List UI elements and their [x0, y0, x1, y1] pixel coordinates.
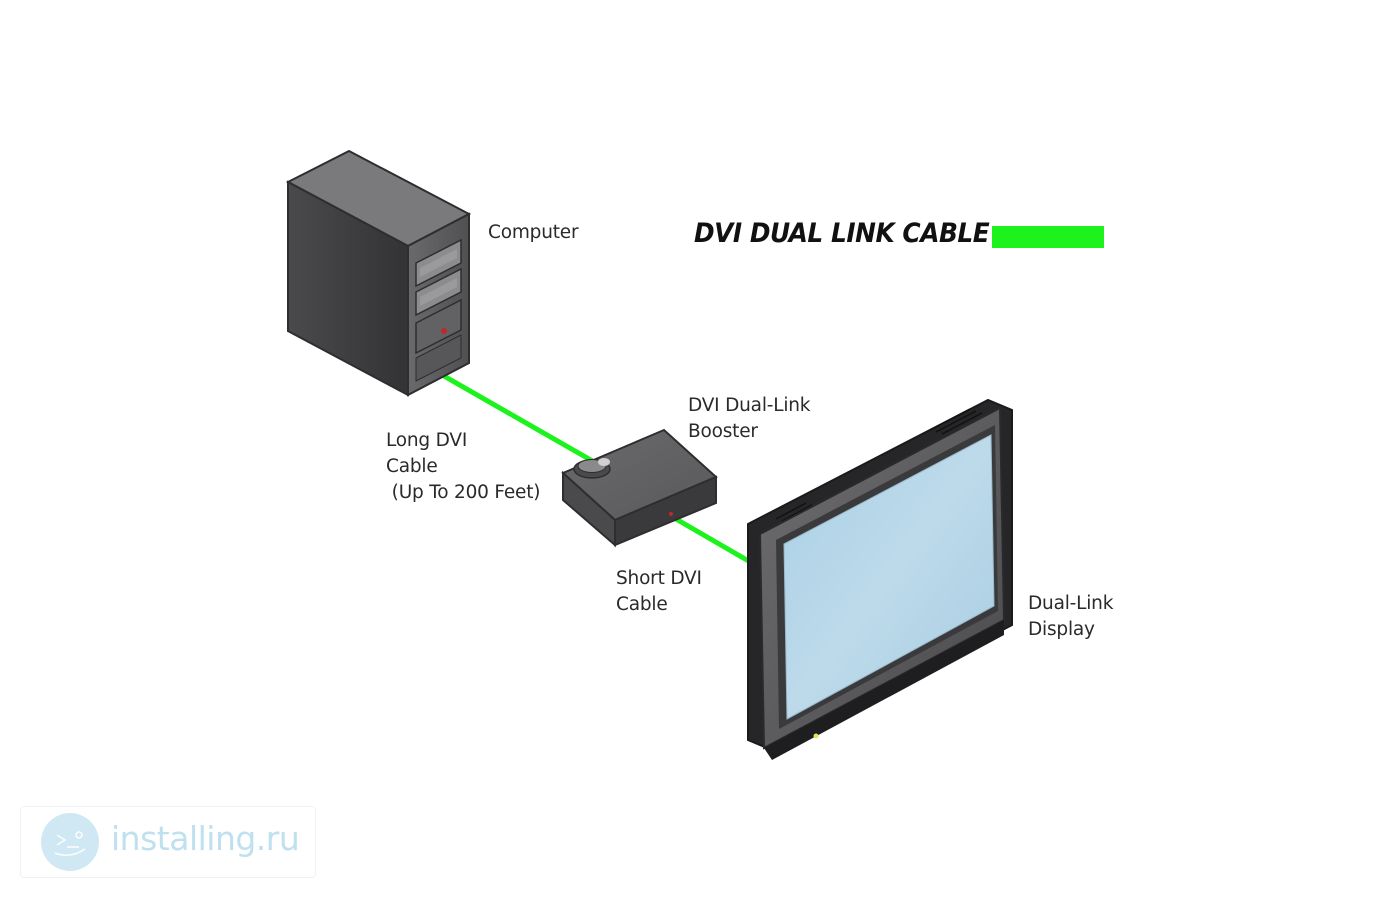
long-dvi-cable — [441, 373, 599, 466]
computer-label: Computer — [488, 222, 579, 243]
display-label-line2: Display — [1028, 619, 1095, 640]
short-cable-label-line2: Cable — [616, 594, 668, 615]
legend-swatch-green — [992, 226, 1104, 248]
short-cable-label-line1: Short DVI — [616, 568, 702, 589]
watermark-logo-icon — [41, 813, 99, 871]
dvi-booster-icon — [561, 428, 718, 548]
booster-label-line2: Booster — [688, 421, 758, 442]
watermark: installing.ru — [20, 806, 316, 878]
booster-label-line1: DVI Dual-Link — [688, 395, 811, 416]
display-label-line1: Dual-Link — [1028, 593, 1114, 614]
watermark-text: installing.ru — [111, 819, 300, 858]
long-cable-label-line2: Cable — [386, 456, 438, 477]
short-dvi-cable — [673, 516, 755, 566]
dual-link-display-icon — [747, 398, 1013, 760]
watermark-logo-mark — [54, 831, 86, 857]
long-cable-label-line3: (Up To 200 Feet) — [386, 482, 541, 503]
long-cable-label-line1: Long DVI — [386, 430, 468, 451]
legend-title: DVI DUAL LINK CABLE — [694, 218, 990, 249]
computer-tower-icon — [285, 149, 472, 397]
